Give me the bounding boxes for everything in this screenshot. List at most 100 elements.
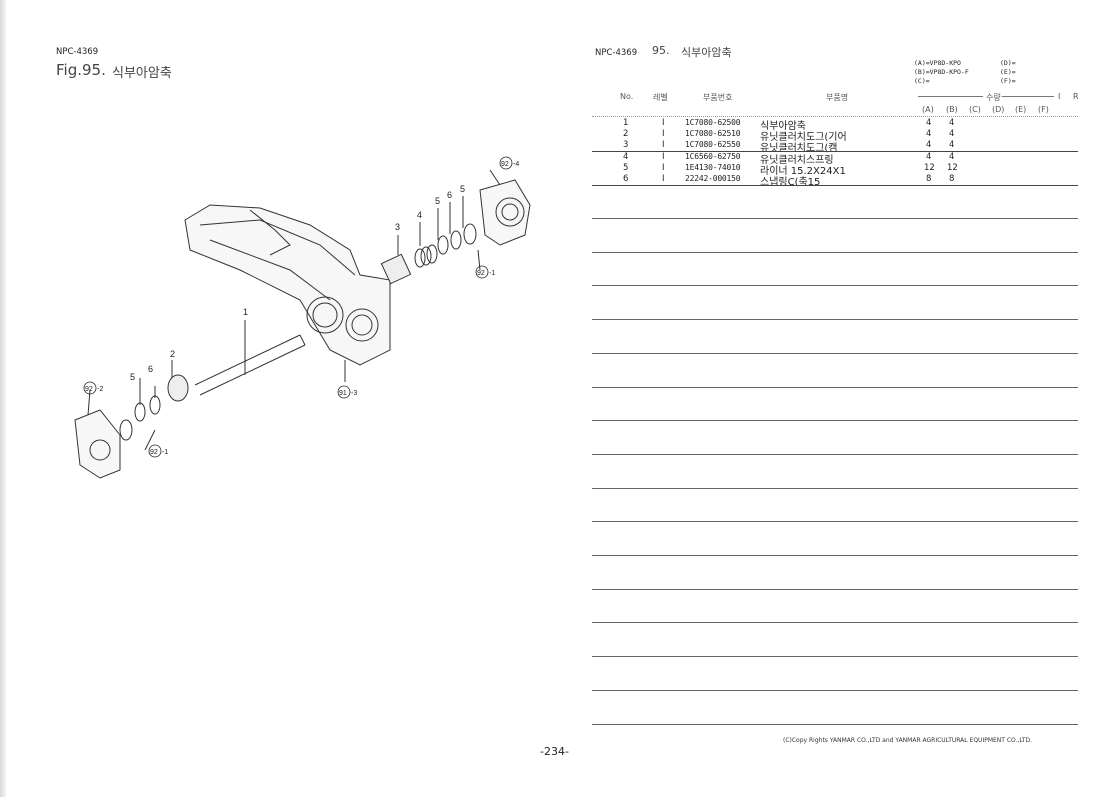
part-label: 6 [447, 190, 452, 200]
col-i: I [1058, 92, 1061, 101]
ruled-line [592, 555, 1078, 556]
row-qty-a: 4 [926, 118, 932, 128]
row-no: 3 [623, 140, 629, 150]
scan-edge [0, 0, 6, 797]
model-e: (E)= [1000, 68, 1016, 76]
ruled-line [592, 453, 1078, 455]
ruled-line [592, 521, 1078, 523]
callout-circle: 91 [339, 390, 347, 397]
col-qty-a: (A) [922, 105, 934, 114]
col-qty: 수량 [986, 93, 1001, 102]
cover-left [74, 409, 121, 479]
model-f: (F)= [1000, 77, 1016, 85]
row-divider [592, 151, 1078, 152]
fig-number: 95. [652, 44, 670, 57]
model-a: (A)=VP8D-KPO [914, 59, 961, 67]
row-part-name: 라이너 15.2X24X1 [760, 166, 846, 177]
part-label: 2 [170, 349, 175, 359]
part-label: 5 [435, 196, 440, 206]
row-part-name: 스냅링C(축15 [760, 177, 821, 188]
row-qty-b: 12 [947, 163, 958, 173]
row-no: 4 [623, 152, 629, 162]
callout-circle: 92 [477, 270, 485, 277]
row-part-name: 유닛클러치도그(기어 [760, 132, 847, 143]
row-qty-b: 4 [949, 129, 955, 139]
row-divider [592, 185, 1078, 186]
col-qty-f: (F) [1038, 105, 1049, 114]
fig-label: Fig.95. [56, 61, 106, 79]
callout-suffix: -2 [97, 386, 103, 393]
col-level: 레벨 [653, 93, 668, 102]
copyright: (C)Copy Rights YANMAR CO.,LTD and YANMAR… [783, 737, 1033, 744]
row-qty-a: 12 [924, 163, 935, 173]
row-qty-b: 8 [949, 174, 955, 184]
ruled-line [592, 656, 1078, 658]
table-row[interactable]: 1 I 1C7080-62500 식부아암축 4 4 [0, 118, 1107, 132]
qty-rule-right [1002, 96, 1054, 97]
row-part-name: 유닛클러치도그(캠 [760, 143, 838, 154]
model-b: (B)=VP8D-KPO-F [914, 68, 969, 76]
row-qty-a: 4 [926, 129, 932, 139]
callout-circle: 92 [85, 386, 93, 393]
part-label: 5 [460, 184, 465, 194]
ruled-line [592, 218, 1078, 219]
catalog-code: NPC-4369 [56, 47, 99, 57]
table-row[interactable]: 4 I 1C6560-62750 유닛클러치스프링 4 4 [0, 152, 1107, 166]
callout-circle: 92 [150, 449, 158, 456]
callout-suffix: -3 [351, 390, 357, 397]
col-part-name: 부품명 [826, 93, 849, 102]
row-part-no: 1E4130-74010 [685, 163, 741, 172]
col-qty-b: (B) [946, 105, 958, 114]
table-row[interactable]: 2 I 1C7080-62510 유닛클러치도그(기어 4 4 [0, 129, 1107, 143]
row-level: I [662, 152, 665, 162]
col-part-no: 부품번호 [703, 93, 733, 102]
catalog-code: NPC-4369 [595, 48, 638, 58]
part-label: 3 [395, 222, 400, 232]
col-qty-c: (C) [969, 105, 981, 114]
col-no: No. [620, 92, 634, 101]
callout-suffix: -4 [513, 161, 519, 168]
ruled-line [592, 723, 1078, 725]
part-label: 1 [243, 307, 248, 317]
row-part-no: 22242-000150 [685, 174, 741, 183]
ruled-line [592, 689, 1078, 691]
header-divider [592, 116, 1078, 117]
row-part-no: 1C6560-62750 [685, 152, 741, 161]
table-row[interactable]: 5 I 1E4130-74010 라이너 15.2X24X1 12 12 [0, 163, 1107, 177]
model-c: (C)= [914, 77, 930, 85]
fig-title: 식부아암축 [112, 66, 172, 81]
fig-title: 식부아암축 [681, 46, 732, 59]
row-level: I [662, 118, 665, 128]
ruled-line [592, 352, 1078, 354]
ruled-line [592, 588, 1078, 590]
callout-suffix: -1 [162, 449, 168, 456]
part-label: 4 [417, 210, 422, 220]
row-part-no: 1C7080-62550 [685, 140, 741, 149]
row-no: 6 [623, 174, 629, 184]
row-part-no: 1C7080-62500 [685, 118, 741, 127]
table-row[interactable]: 3 I 1C7080-62550 유닛클러치도그(캠 4 4 [0, 140, 1107, 154]
part-label: 6 [148, 364, 153, 374]
table-row[interactable]: 6 I 22242-000150 스냅링C(축15 8 8 [0, 174, 1107, 188]
row-qty-a: 4 [926, 140, 932, 150]
part-label: 5 [130, 372, 135, 382]
exploded-diagram: 3 4 5 6 5 1 2 6 5 92 -4 92 -1 91 -3 92 -… [74, 156, 531, 479]
row-part-name: 식부아암축 [760, 121, 806, 132]
shaft [194, 334, 306, 396]
row-level: I [662, 163, 665, 173]
col-r: R [1073, 92, 1079, 101]
ruled-line [592, 622, 1078, 624]
row-no: 5 [623, 163, 629, 173]
ruled-line [592, 319, 1078, 321]
model-d: (D)= [1000, 59, 1016, 67]
row-qty-a: 4 [926, 152, 932, 162]
callout-circle: 92 [501, 161, 509, 168]
qty-rule-left [918, 96, 983, 97]
col-qty-d: (D) [992, 105, 1005, 114]
gearbox-housing [184, 204, 391, 366]
row-part-no: 1C7080-62510 [685, 129, 741, 138]
row-level: I [662, 174, 665, 184]
ruled-line [592, 487, 1078, 489]
callout-suffix: -1 [489, 270, 495, 277]
cover-right [479, 179, 531, 246]
